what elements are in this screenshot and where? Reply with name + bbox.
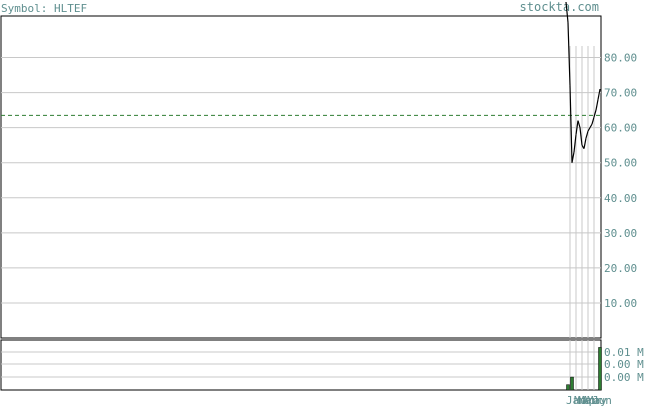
volume-tick-label: 0.00 M: [604, 371, 644, 384]
x-tick-label: Jun: [592, 394, 612, 406]
price-segment: [573, 134, 577, 153]
price-tick-label: 30.00: [604, 227, 637, 240]
price-vertical-grid: [569, 46, 595, 338]
volume-axis: 0.01 M0.00 M0.00 M: [604, 346, 644, 384]
symbol-label: Symbol: HLTEF: [1, 2, 87, 15]
price-tick-label: 20.00: [604, 262, 637, 275]
volume-grid: [1, 340, 601, 390]
price-segment: [575, 120, 579, 135]
price-tick-label: 40.00: [604, 192, 637, 205]
price-grid: [1, 57, 601, 304]
volume-bar: [566, 384, 570, 391]
price-segment: [595, 99, 599, 111]
price-segment: [585, 130, 589, 139]
price-series: [565, 1, 601, 163]
price-segment: [579, 127, 583, 146]
volume-tick-label: 0.01 M: [604, 346, 644, 359]
price-tick-label: 10.00: [604, 297, 637, 310]
volume-panel: [0, 339, 602, 391]
price-segment: [583, 138, 587, 149]
brand-label: stockta.com: [520, 0, 599, 14]
volume-bars: [566, 347, 602, 391]
volume-bar: [570, 376, 574, 391]
price-axis: 80.00 70.00 60.00 50.00 40.00 30.00 20.00 10.00: [604, 52, 637, 310]
price-tick-label: 50.00: [604, 157, 637, 170]
price-tick-label: 70.00: [604, 87, 637, 100]
price-segment: [593, 109, 597, 118]
volume-tick-label: 0.00 M: [604, 358, 644, 371]
price-segment: [589, 123, 593, 128]
x-tick-label: May: [587, 394, 607, 406]
price-segment: [569, 85, 573, 163]
price-segment: [567, 22, 571, 86]
price-panel: [0, 15, 602, 339]
price-segment: [597, 88, 601, 100]
x-tick-label: Mar: [578, 394, 598, 406]
price-tick-label: 60.00: [604, 122, 637, 135]
x-tick-label: Mar: [574, 394, 594, 406]
volume-bar: [598, 347, 602, 391]
x-tick-label: Apr: [582, 394, 602, 406]
price-tick-label: 80.00: [604, 52, 637, 65]
price-segment: [577, 120, 581, 128]
price-segment: [591, 116, 595, 125]
price-segment: [565, 1, 569, 23]
x-tick-label: Jan: [566, 394, 586, 406]
price-segment: [571, 152, 575, 163]
price-segment: [587, 127, 591, 132]
